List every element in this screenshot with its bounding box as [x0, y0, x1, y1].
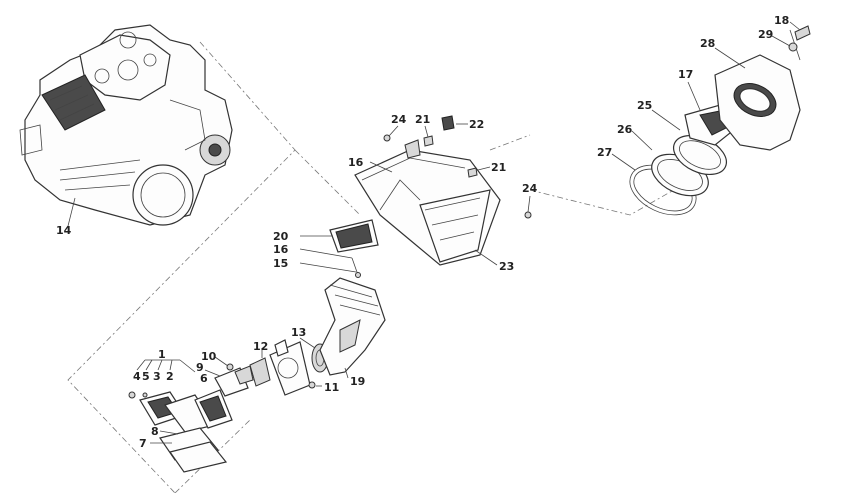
callout-25: 25 — [637, 99, 652, 112]
callout-10: 10 — [201, 350, 217, 363]
callout-13: 13 — [291, 326, 306, 339]
callout-21a: 21 — [415, 113, 430, 126]
screw-24-top — [383, 134, 391, 142]
clip-22 — [441, 115, 455, 131]
callout-16a: 16 — [348, 156, 364, 169]
callout-28: 28 — [700, 37, 715, 50]
callout-15: 15 — [273, 257, 288, 270]
callout-9: 9 — [196, 361, 204, 374]
callout-19: 19 — [350, 375, 365, 388]
callout-8: 8 — [151, 425, 159, 438]
callout-23: 23 — [499, 260, 514, 273]
clip-21-top — [423, 135, 434, 147]
callout-12: 12 — [253, 340, 268, 353]
callout-17: 17 — [678, 68, 693, 81]
intake-boot — [319, 277, 386, 376]
callout-4: 4 — [133, 370, 141, 383]
clip-21-side — [467, 167, 478, 178]
callout-1: 1 — [158, 348, 166, 361]
carburetor-parts — [249, 339, 329, 396]
callout-20: 20 — [273, 230, 289, 243]
callout-21b: 21 — [491, 161, 506, 174]
callout-5: 5 — [142, 370, 150, 383]
callout-29: 29 — [758, 28, 773, 41]
callout-24a: 24 — [391, 113, 407, 126]
callout-16b: 16 — [273, 243, 289, 256]
callout-7: 7 — [139, 437, 147, 450]
reed-valve-assembly — [128, 365, 254, 473]
screw-24-side — [524, 211, 532, 219]
engine-assembly — [19, 24, 233, 226]
airbox — [354, 139, 501, 266]
callout-26: 26 — [617, 123, 633, 136]
callout-11: 11 — [324, 381, 339, 394]
callout-18: 18 — [774, 14, 789, 27]
callout-3: 3 — [153, 370, 161, 383]
callout-24b: 24 — [522, 182, 538, 195]
air-filter-assembly — [629, 25, 811, 216]
callout-27: 27 — [597, 146, 612, 159]
callout-2: 2 — [166, 370, 174, 383]
callout-14: 14 — [56, 224, 72, 237]
callout-22: 22 — [469, 118, 484, 131]
filter-sheet — [329, 219, 379, 278]
callout-6: 6 — [200, 372, 208, 385]
